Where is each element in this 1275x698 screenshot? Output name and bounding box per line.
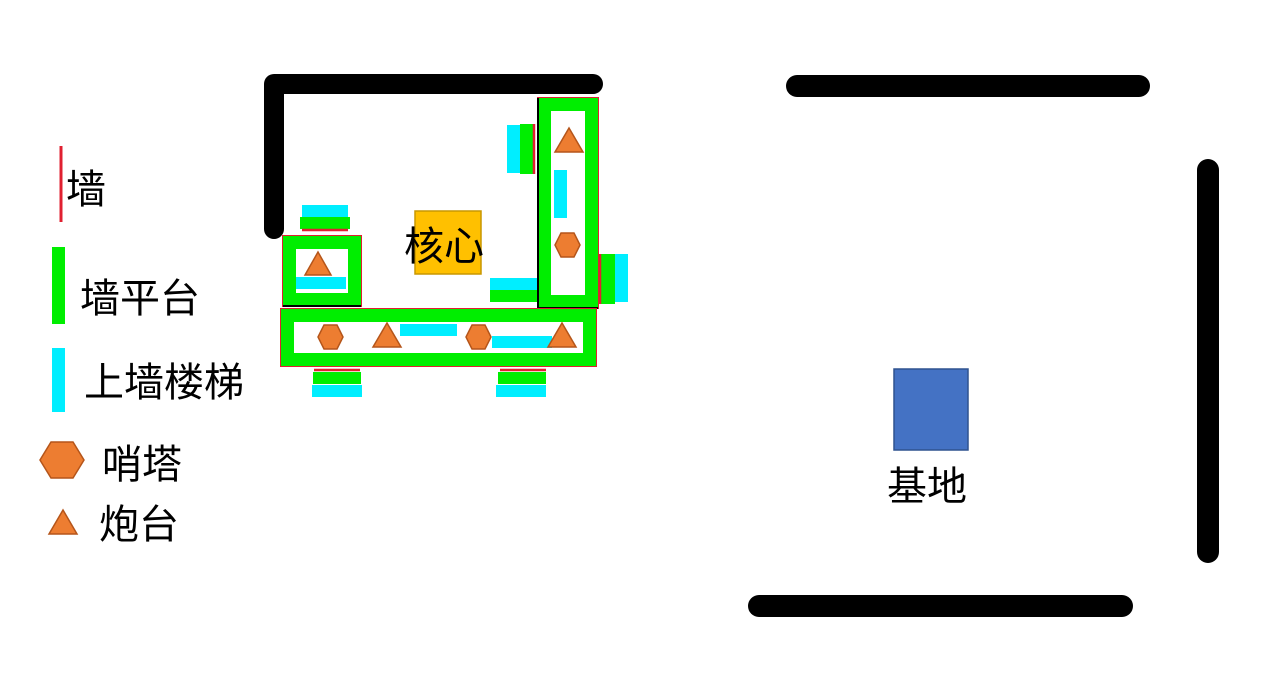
platform-enclosure — [283, 236, 361, 306]
base-area: 基地 — [748, 75, 1219, 617]
wall-stairs — [554, 170, 567, 218]
wall-platform — [601, 254, 615, 304]
turret-legend-icon — [47, 508, 79, 535]
core-marker — [414, 210, 482, 275]
fortress-boundary-line — [264, 74, 603, 239]
wall-platform — [313, 372, 361, 384]
core-label: 核心 — [404, 224, 484, 270]
wall-stairs-legend-icon — [52, 348, 65, 412]
wall-stairs — [312, 385, 362, 397]
wall-platform-legend-label: 墙平台 — [80, 276, 200, 322]
wall-legend-label: 墙 — [66, 167, 106, 213]
platform-enclosure — [538, 98, 598, 308]
wall-stairs — [614, 254, 628, 302]
sentry-tower-icon — [554, 232, 581, 258]
wall-stairs — [496, 385, 546, 397]
wall-platform-legend-icon — [52, 247, 65, 324]
sentry-tower-legend-label: 哨塔 — [102, 442, 182, 488]
fortress: 核心 — [264, 74, 628, 397]
wall-platform — [490, 290, 542, 302]
legend: 墙 墙平台 上墙楼梯 哨塔 炮台 — [39, 146, 244, 548]
turret-legend-label: 炮台 — [99, 502, 179, 548]
turret-icon — [303, 250, 333, 276]
turret-icon — [546, 321, 578, 348]
wall-stairs-legend-label: 上墙楼梯 — [84, 360, 244, 406]
base-marker — [893, 368, 969, 451]
wall-stairs — [296, 277, 346, 289]
wall-platform — [300, 217, 350, 229]
platform-enclosure — [281, 309, 596, 366]
wall-stairs — [507, 125, 521, 173]
sentry-tower-icon — [317, 324, 344, 350]
wall-platform — [498, 372, 546, 384]
sentry-tower-icon — [465, 324, 492, 350]
wall-platform — [520, 124, 534, 174]
wall-stairs — [492, 336, 552, 348]
wall-stairs — [490, 278, 542, 290]
turret-icon — [371, 321, 403, 348]
sentry-tower-legend-icon — [39, 441, 85, 479]
base-label: 基地 — [887, 464, 967, 510]
wall-stairs — [302, 205, 348, 217]
turret-icon — [553, 126, 585, 153]
wall-stairs — [400, 324, 457, 336]
